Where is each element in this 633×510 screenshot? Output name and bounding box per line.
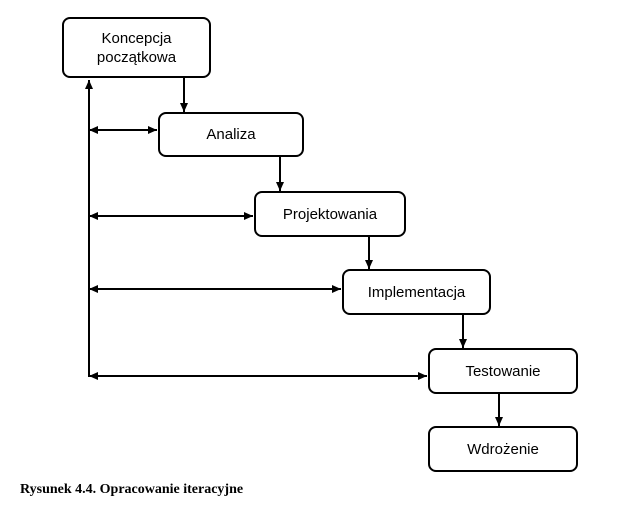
node-koncepcja: Koncepcja początkowa <box>62 17 211 78</box>
node-wdrozenie-label: Wdrożenie <box>467 440 539 458</box>
node-analiza-label: Analiza <box>206 126 256 143</box>
node-koncepcja-label-line1: Koncepcja <box>101 29 172 47</box>
figure-caption: Rysunek 4.4. Opracowanie iteracyjne <box>20 482 244 497</box>
node-koncepcja-label-line2: początkowa <box>96 48 177 66</box>
node-testowanie-label: Testowanie <box>465 362 541 380</box>
node-projektowania-label: Projektowania <box>282 205 378 223</box>
node-testowanie: Testowanie <box>428 348 578 394</box>
node-implementacja: Implementacja <box>342 269 491 315</box>
node-projektowania: Projektowania <box>254 191 406 237</box>
node-implementacja-label: Implementacja <box>367 283 466 301</box>
node-analiza: Analiza <box>158 112 304 157</box>
node-wdrozenie: Wdrożenie <box>428 426 578 472</box>
